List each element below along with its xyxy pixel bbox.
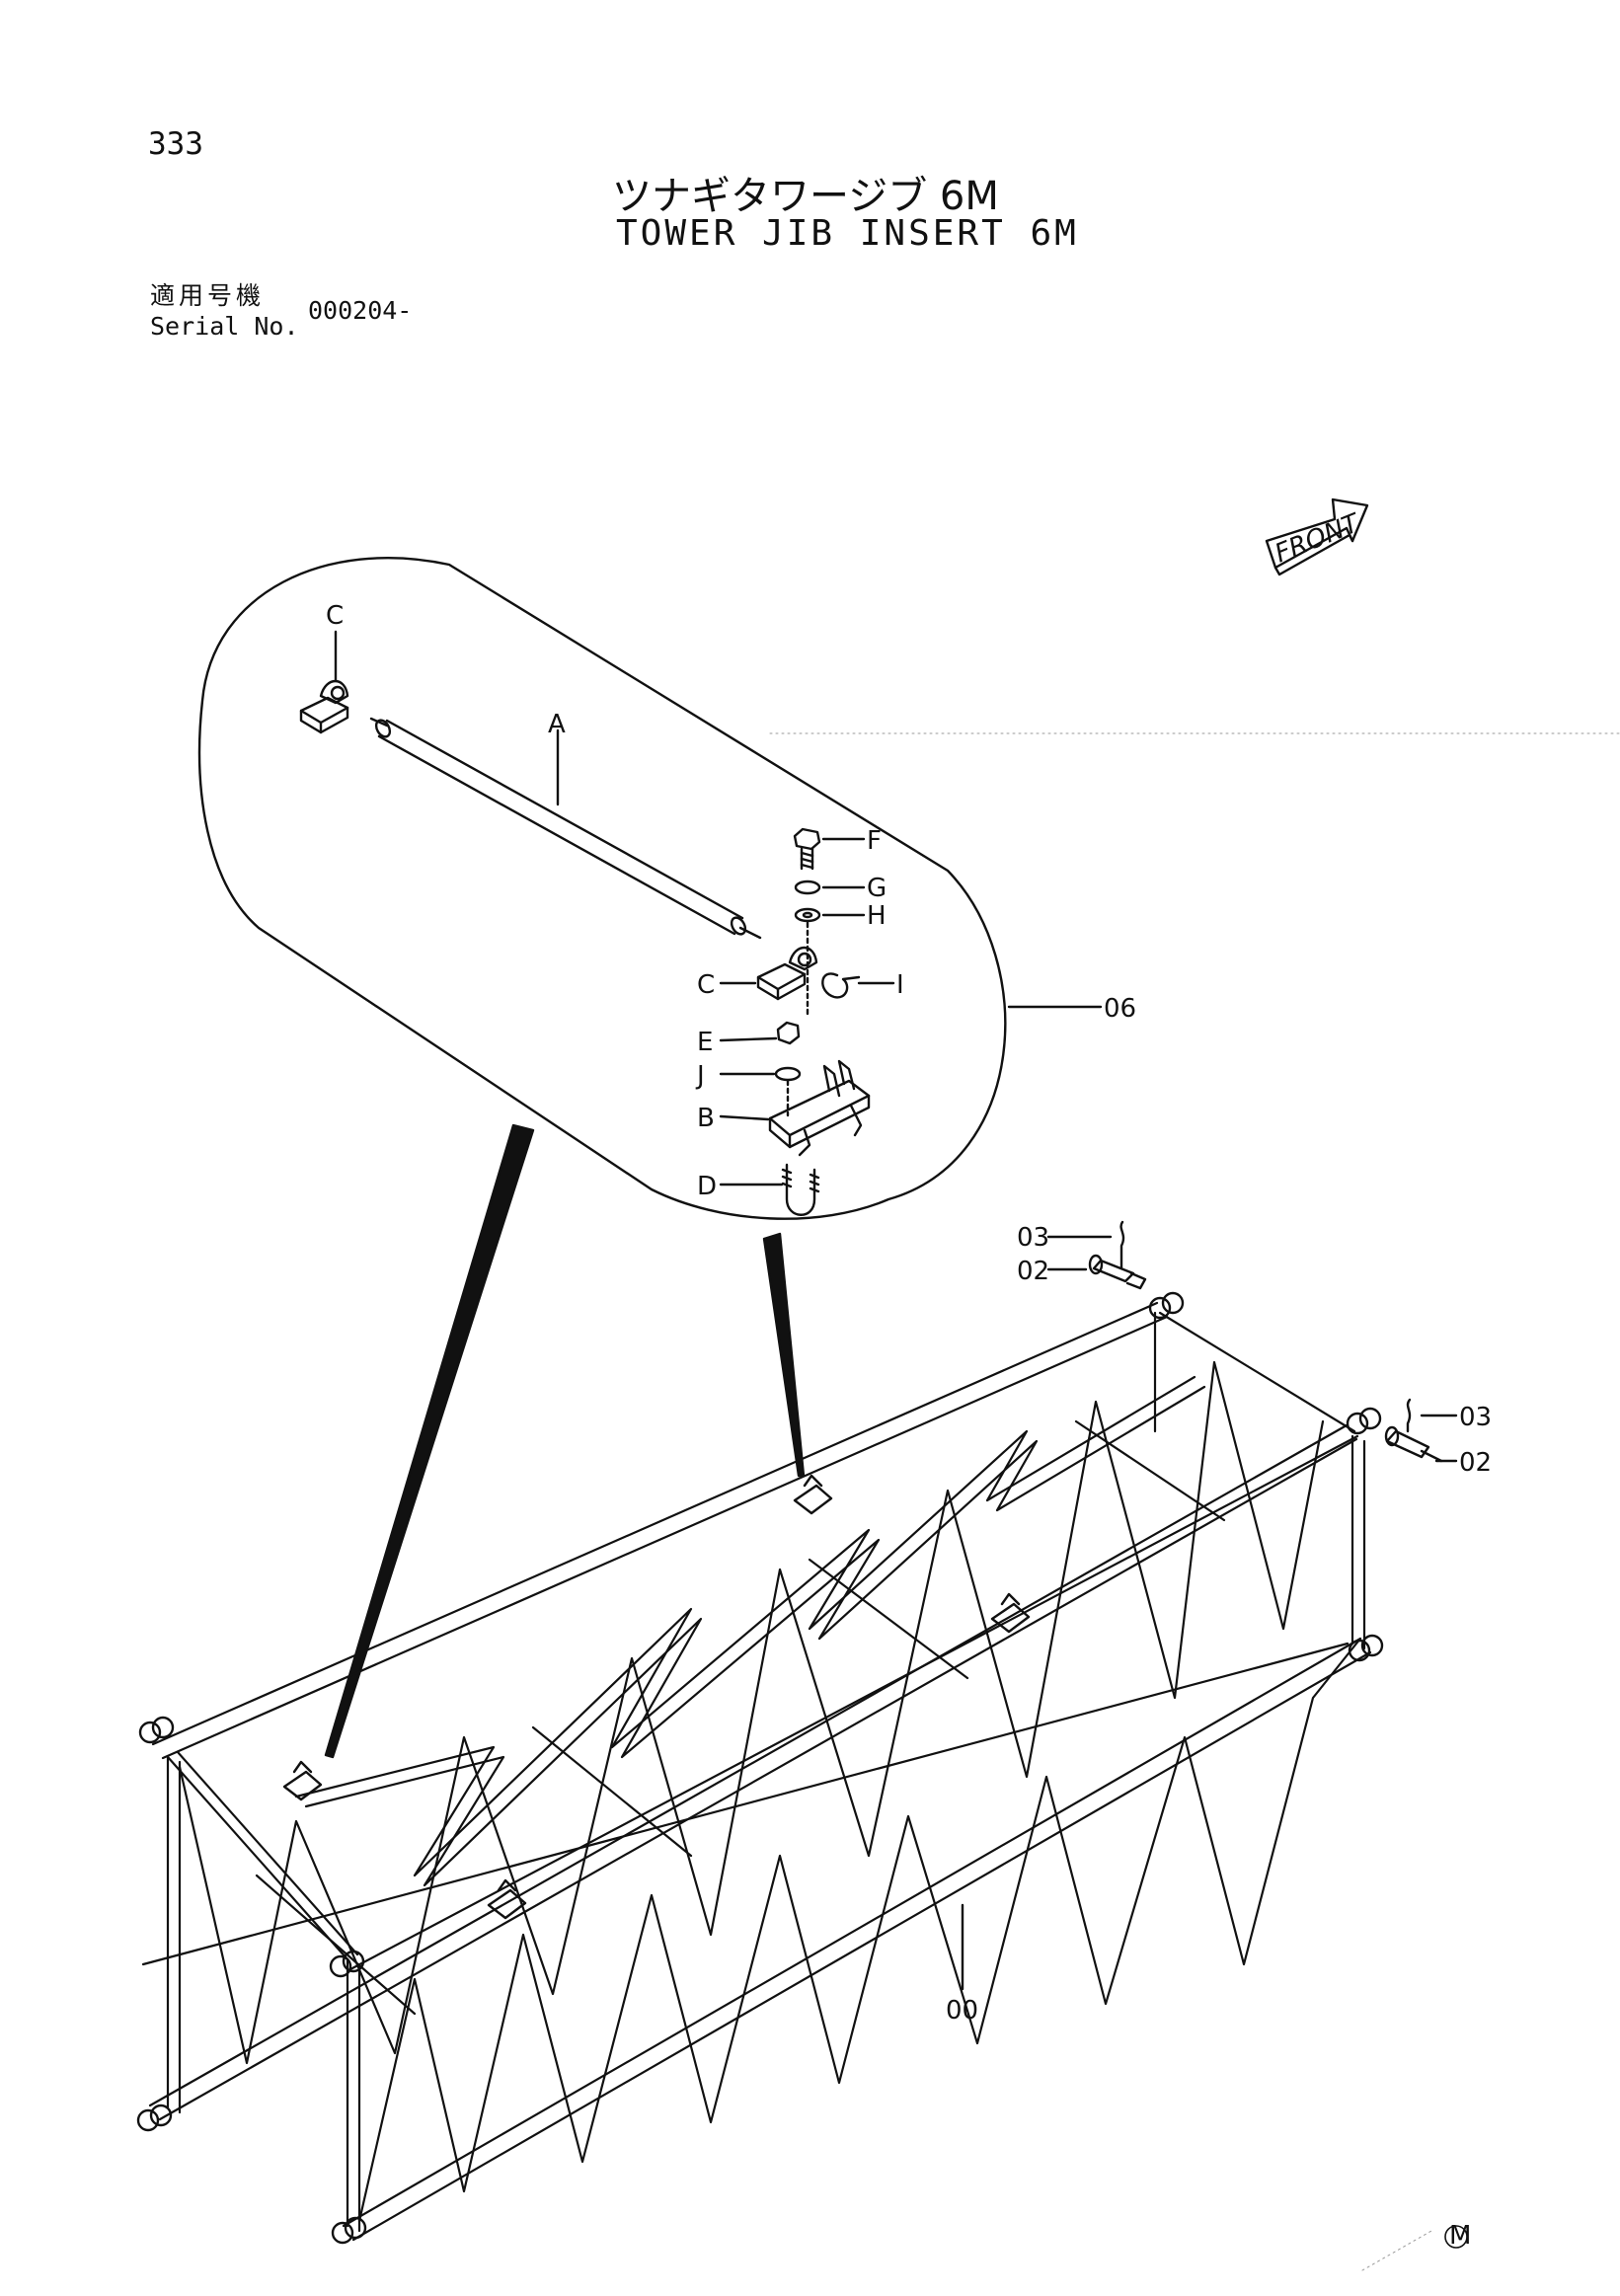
washer-h — [794, 907, 821, 923]
callout-03-upper: 03 — [1017, 1223, 1049, 1253]
callout-j: J — [695, 1061, 705, 1091]
page-number: 333 — [148, 126, 203, 162]
callout-g: G — [867, 874, 887, 903]
callout-i: I — [896, 970, 904, 1000]
callout-02-lower: 02 — [1459, 1448, 1492, 1478]
pin-02-upper — [1088, 1254, 1147, 1290]
clip-03-lower — [1406, 1398, 1412, 1433]
callout-03-lower: 03 — [1459, 1403, 1492, 1432]
callout-a: A — [548, 710, 566, 739]
footer-mark-letter: M — [1449, 2221, 1471, 2251]
rod-part-a — [369, 717, 762, 940]
callout-h: H — [867, 901, 887, 931]
clip-part-i — [821, 972, 861, 999]
bracket-part-b — [768, 1059, 871, 1157]
callout-c-bottom: C — [697, 970, 715, 1000]
detail-capsule — [197, 557, 1007, 1220]
callout-b: B — [697, 1104, 715, 1133]
detail-leader-left — [324, 1123, 535, 1759]
truss-end-lugs — [136, 1291, 1384, 2245]
washer-j — [774, 1066, 802, 1082]
callout-c-top: C — [326, 601, 344, 631]
callout-f: F — [867, 826, 882, 856]
callout-d: D — [697, 1172, 717, 1201]
bracket-c-top — [299, 679, 349, 734]
truss-jib-insert-00 — [141, 1301, 1372, 2242]
u-bolt-part-d — [781, 1163, 820, 1216]
callout-06: 06 — [1104, 994, 1136, 1024]
spring-washer-g — [794, 880, 821, 895]
nut-part-e — [776, 1021, 801, 1045]
truss-rod-clamps — [282, 1474, 1031, 1920]
callout-02-upper: 02 — [1017, 1257, 1049, 1286]
front-arrow-icon — [1265, 497, 1369, 576]
footer-mark-circle — [1444, 2225, 1468, 2249]
front-label: FRONT — [1271, 508, 1365, 570]
callout-e: E — [697, 1028, 713, 1057]
serial-label-english: Serial No. — [150, 312, 299, 341]
detail-leader-right — [762, 1232, 806, 1478]
callout-00: 00 — [946, 1996, 978, 2026]
bolt-part-f — [793, 827, 821, 871]
title-japanese: ツナギタワージブ 6M — [612, 174, 999, 219]
clip-03-upper — [1119, 1220, 1125, 1270]
title-english: TOWER JIB INSERT 6M — [616, 213, 1079, 254]
serial-number-value: 000204- — [308, 296, 413, 325]
pin-02-lower — [1384, 1425, 1443, 1463]
serial-label-japanese: 適用号機 — [150, 281, 266, 310]
